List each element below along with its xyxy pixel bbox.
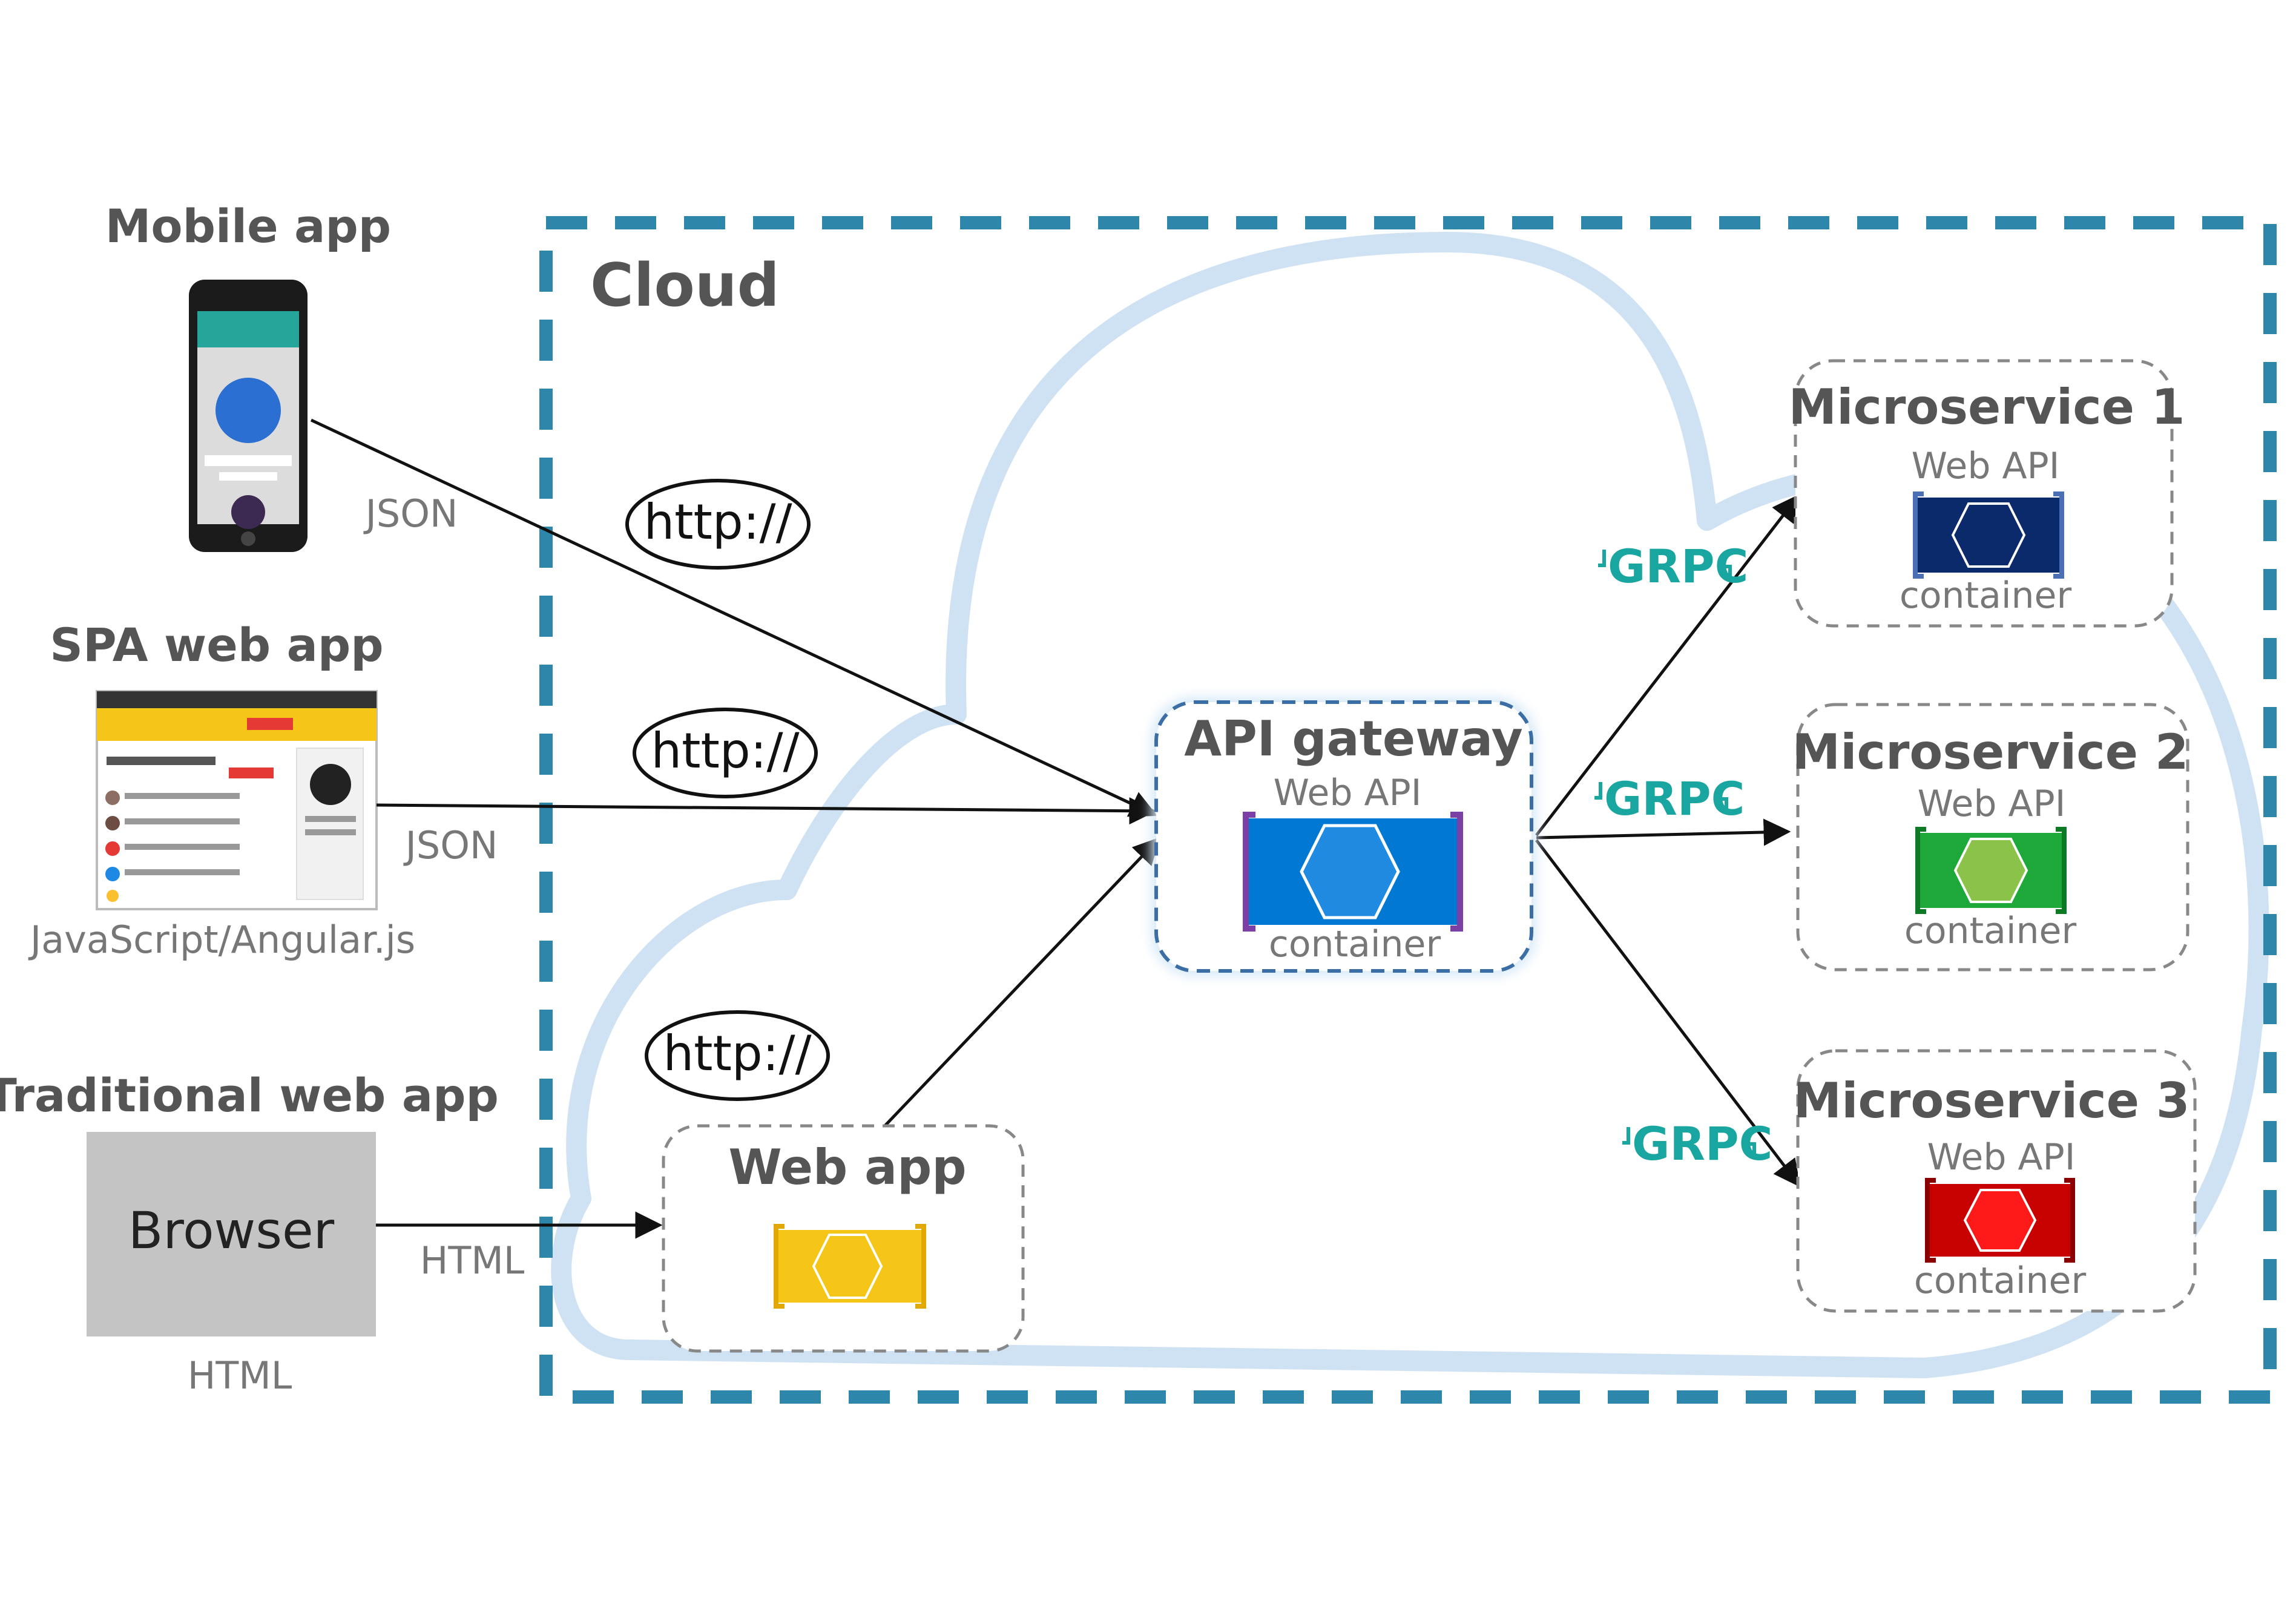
microservice-1-footer: container bbox=[1900, 574, 2072, 617]
svg-text:http://: http:// bbox=[643, 494, 792, 550]
svg-text:http://: http:// bbox=[663, 1025, 811, 1082]
api-gateway-box: API gateway Web API container bbox=[1151, 697, 1536, 976]
cloud-title: Cloud bbox=[590, 251, 780, 320]
mobile-to-gateway-arrow bbox=[310, 418, 1158, 817]
traditional-app-title: Traditional web app bbox=[0, 1068, 499, 1122]
cloud-boundary bbox=[539, 216, 2277, 1404]
gateway-to-ms2-arrow bbox=[1536, 818, 1791, 846]
web-app-box: Web app bbox=[662, 1124, 1025, 1353]
web-app-title: Web app bbox=[728, 1139, 966, 1195]
microservice-3-subtitle: Web API bbox=[1927, 1136, 2076, 1179]
microservice-3-box: Microservice 3 Web API container bbox=[1794, 1049, 2197, 1313]
microservice-2-container-icon bbox=[1915, 827, 2067, 914]
microservice-1-subtitle: Web API bbox=[1912, 445, 2060, 487]
cloud-shape bbox=[551, 232, 2269, 1378]
webapp-container-icon bbox=[774, 1224, 926, 1309]
http-label-3: http:// bbox=[645, 1010, 830, 1101]
gateway-to-ms1-arrow bbox=[1535, 494, 1800, 837]
microservice-3-footer: container bbox=[1914, 1260, 2087, 1302]
spa-protocol-label: JSON bbox=[403, 823, 498, 867]
mobile-protocol-label: JSON bbox=[363, 491, 458, 536]
http-label-2: http:// bbox=[633, 708, 818, 798]
traditional-protocol-label: HTML bbox=[420, 1238, 525, 1283]
microservice-2-footer: container bbox=[1904, 910, 2077, 952]
gateway-to-ms3-arrow bbox=[1535, 839, 1801, 1188]
webapp-to-gateway-arrow bbox=[880, 837, 1161, 1131]
microservice-2-box: Microservice 2 Web API container bbox=[1792, 703, 2189, 971]
grpc-label-1: GRPC bbox=[1598, 539, 1748, 593]
browser-label: Browser bbox=[128, 1201, 335, 1260]
browser-box bbox=[87, 1132, 376, 1336]
spa-to-gateway-arrow bbox=[376, 797, 1157, 825]
microservice-2-title: Microservice 2 bbox=[1792, 724, 2189, 780]
microservice-1-container-icon bbox=[1913, 491, 2064, 579]
api-gateway-subtitle: Web API bbox=[1274, 772, 1422, 814]
mobile-app-title: Mobile app bbox=[105, 199, 391, 253]
traditional-below-label: HTML bbox=[188, 1353, 292, 1398]
spa-tech-label: JavaScript/Angular.js bbox=[28, 918, 415, 962]
svg-text:http://: http:// bbox=[651, 723, 799, 779]
microservice-3-container-icon bbox=[1925, 1178, 2075, 1263]
grpc-label-2: GRPC bbox=[1594, 772, 1745, 826]
microservice-3-title: Microservice 3 bbox=[1794, 1073, 2190, 1129]
microservice-2-subtitle: Web API bbox=[1918, 783, 2066, 825]
api-gateway-title: API gateway bbox=[1184, 711, 1523, 767]
mobile-phone-icon bbox=[189, 280, 308, 552]
spa-app-title: SPA web app bbox=[50, 618, 383, 672]
spa-screenshot-icon bbox=[96, 690, 378, 910]
api-container-icon bbox=[1243, 812, 1463, 932]
microservice-1-box: Microservice 1 Web API container bbox=[1789, 359, 2185, 628]
api-gateway-footer: container bbox=[1269, 923, 1441, 965]
microservice-1-title: Microservice 1 bbox=[1789, 379, 2185, 435]
http-label-1: http:// bbox=[625, 479, 811, 570]
grpc-label-3: GRPC bbox=[1622, 1117, 1772, 1171]
